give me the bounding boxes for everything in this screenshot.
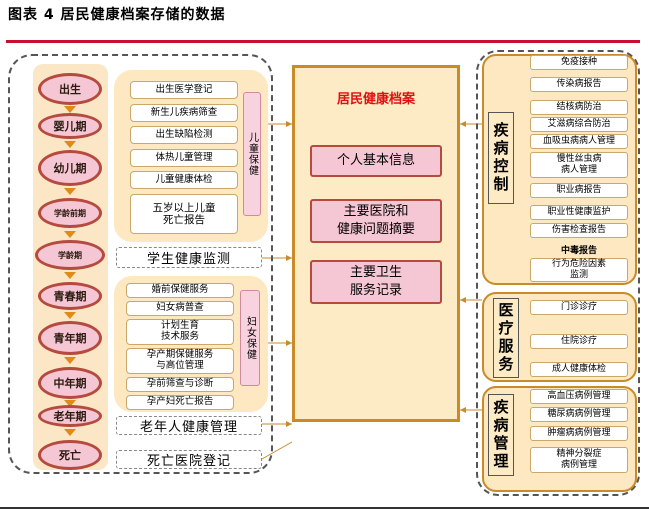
women-item: 婚前保健服务 — [126, 283, 234, 298]
medical-service-item: 住院诊疗 — [530, 334, 628, 349]
disease-control-item: 免疫接种 — [530, 55, 628, 70]
arrow-down-icon — [64, 400, 76, 407]
women-item: 妇女病普查 — [126, 301, 234, 316]
health-record-title: 居民健康档案 — [336, 92, 415, 107]
stage-preschool: 学龄前期 — [38, 198, 102, 228]
disease-mgmt-item: 高血压病例管理 — [530, 389, 628, 404]
stage-middle-age: 中年期 — [38, 367, 102, 399]
stage-adolescence: 青春期 — [38, 282, 102, 310]
child-item: 出生缺陷检测 — [130, 126, 238, 144]
women-item: 孕产期保健服务 与高位管理 — [126, 348, 234, 374]
child-item: 五岁以上儿童 死亡报告 — [130, 194, 238, 234]
arrow-down-icon — [64, 357, 76, 364]
disease-mgmt-item: 肿瘤病病例管理 — [530, 426, 628, 441]
stage-elderly: 老年期 — [38, 405, 102, 427]
life-cycle-panel — [8, 54, 273, 474]
disease-mgmt-item: 精神分裂症 病例管理 — [530, 447, 628, 473]
arrow-down-icon — [64, 272, 76, 279]
child-item: 儿童健康体检 — [130, 171, 238, 189]
disease-control-item: 行为危险因素 监测 — [530, 258, 628, 282]
disease-control-item: 血吸虫病病人管理 — [530, 134, 628, 149]
medical-service-label: 医疗服务 — [493, 298, 519, 378]
child-item: 新生儿疾病筛查 — [130, 104, 238, 122]
child-health-label: 儿童保健 — [243, 92, 261, 216]
stage-infant: 婴儿期 — [38, 113, 102, 139]
disease-control-item: 中毒报告 — [560, 246, 597, 257]
disease-control-item: 职业病报告 — [530, 183, 628, 198]
arrow-down-icon — [64, 312, 76, 319]
child-item: 出生医学登记 — [130, 81, 238, 99]
services-panel — [476, 50, 640, 496]
hospital-summary-box: 主要医院和 健康问题摘要 — [310, 199, 442, 243]
service-record-box: 主要卫生 服务记录 — [310, 260, 442, 304]
disease-control-item: 慢性丝虫病 病人管理 — [530, 152, 628, 178]
student-health-monitor: 学生健康监测 — [116, 247, 262, 268]
women-health-label: 妇女保健 — [240, 290, 260, 386]
basic-info-box: 个人基本信息 — [310, 145, 442, 177]
women-item: 计划生育 技术服务 — [126, 319, 234, 345]
women-item: 孕产妇死亡报告 — [126, 395, 234, 410]
disease-mgmt-label: 疾病管理 — [488, 394, 514, 476]
disease-mgmt-item: 糖尿病病例管理 — [530, 407, 628, 422]
arrow-down-icon — [64, 141, 76, 148]
women-item: 孕前筛查与诊断 — [126, 377, 234, 392]
stage-birth: 出生 — [38, 73, 102, 105]
medical-service-item: 门诊诊疗 — [530, 300, 628, 315]
disease-control-item: 艾滋病综合防治 — [530, 117, 628, 132]
title-rule — [6, 40, 640, 43]
disease-control-item: 职业性健康监护 — [530, 205, 628, 220]
child-item: 体热儿童管理 — [130, 149, 238, 167]
disease-control-item: 伤害检查报告 — [530, 223, 628, 238]
disease-control-label: 疾病控制 — [488, 112, 514, 204]
medical-service-item: 成人健康体检 — [530, 362, 628, 377]
stage-toddler: 幼儿期 — [38, 150, 102, 186]
stage-death: 死亡 — [38, 440, 102, 470]
stage-school: 学龄期 — [35, 240, 105, 270]
disease-control-item: 传染病报告 — [530, 77, 628, 92]
health-record-panel — [292, 65, 460, 422]
death-hospital-registration: 死亡医院登记 — [116, 450, 262, 469]
arrow-down-icon — [64, 429, 76, 436]
elderly-health-mgmt: 老年人健康管理 — [116, 416, 262, 435]
stage-youth: 青年期 — [38, 321, 102, 355]
figure-title: 图表 4 居民健康档案存储的数据 — [8, 7, 226, 23]
arrow-down-icon — [64, 231, 76, 238]
disease-control-item: 结核病防治 — [530, 100, 628, 115]
arrow-down-icon — [64, 106, 76, 113]
arrow-down-icon — [64, 188, 76, 195]
footer-rule — [0, 507, 649, 509]
